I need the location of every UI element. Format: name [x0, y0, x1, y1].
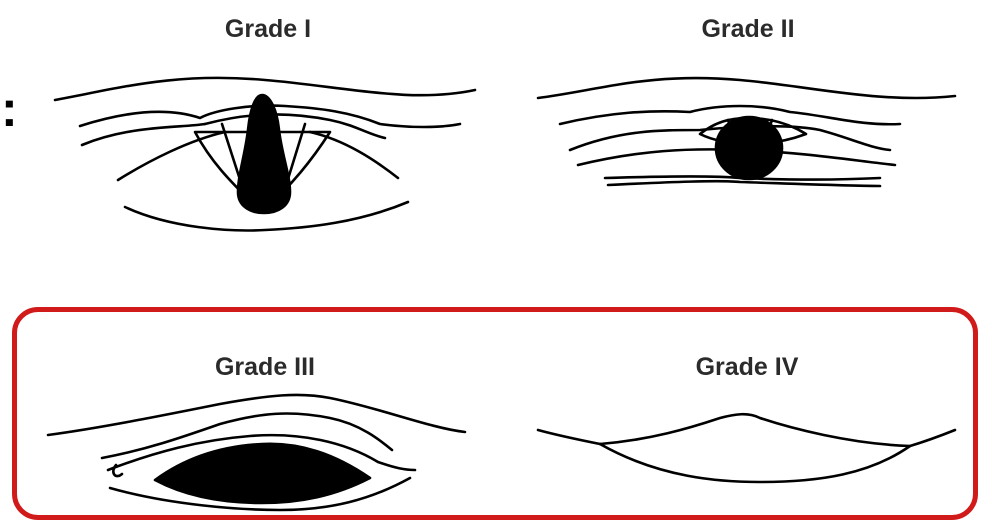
grade-4-outline: [538, 414, 955, 482]
